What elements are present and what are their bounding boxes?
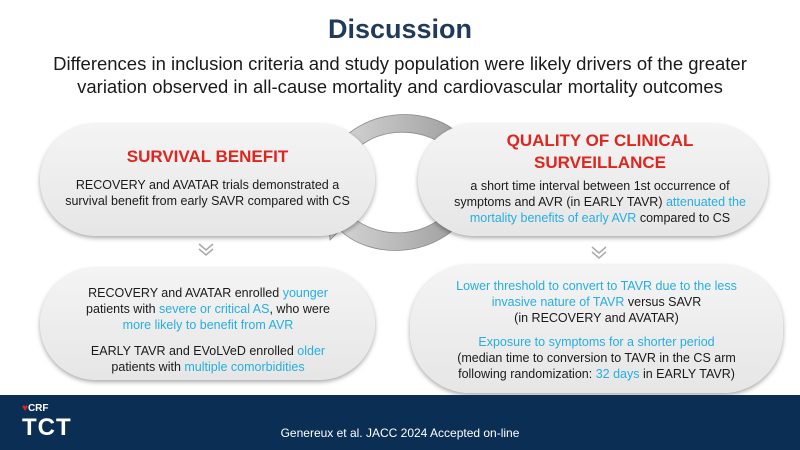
survival-benefit-panel	[40, 124, 375, 236]
footer-bar	[0, 395, 800, 450]
quality-surveillance-text: a short time interval between 1st occurr…	[454, 179, 746, 225]
quality-surveillance-panel	[418, 124, 768, 236]
survival-benefit-text: RECOVERY and AVATAR trials demonstrated …	[65, 178, 350, 208]
tct-logo: TCT	[22, 414, 72, 441]
chevron-down-icon	[198, 243, 214, 256]
quality-surveillance-heading: QUALITY OF CLINICAL SURVEILLANCE	[506, 131, 694, 172]
subtitle-line-1: Differences in inclusion criteria and st…	[53, 53, 747, 74]
enrollment-text: RECOVERY and AVATAR enrolled younger pat…	[86, 286, 330, 374]
threshold-panel	[410, 265, 783, 393]
survival-benefit-heading: SURVIVAL BENEFIT	[126, 147, 289, 166]
threshold-text: Lower threshold to convert to TAVR due t…	[456, 279, 737, 381]
page-subtitle: Differences in inclusion criteria and st…	[20, 52, 780, 98]
page-title: Discussion	[327, 14, 473, 44]
citation-footer: Genereux et al. JACC 2024 Accepted on-li…	[280, 426, 520, 440]
subtitle-line-2: variation observed in all-cause mortalit…	[77, 76, 723, 97]
chevron-down-icon	[591, 246, 607, 259]
enrollment-panel	[40, 268, 375, 380]
crf-logo: ♥CRF	[22, 403, 49, 414]
